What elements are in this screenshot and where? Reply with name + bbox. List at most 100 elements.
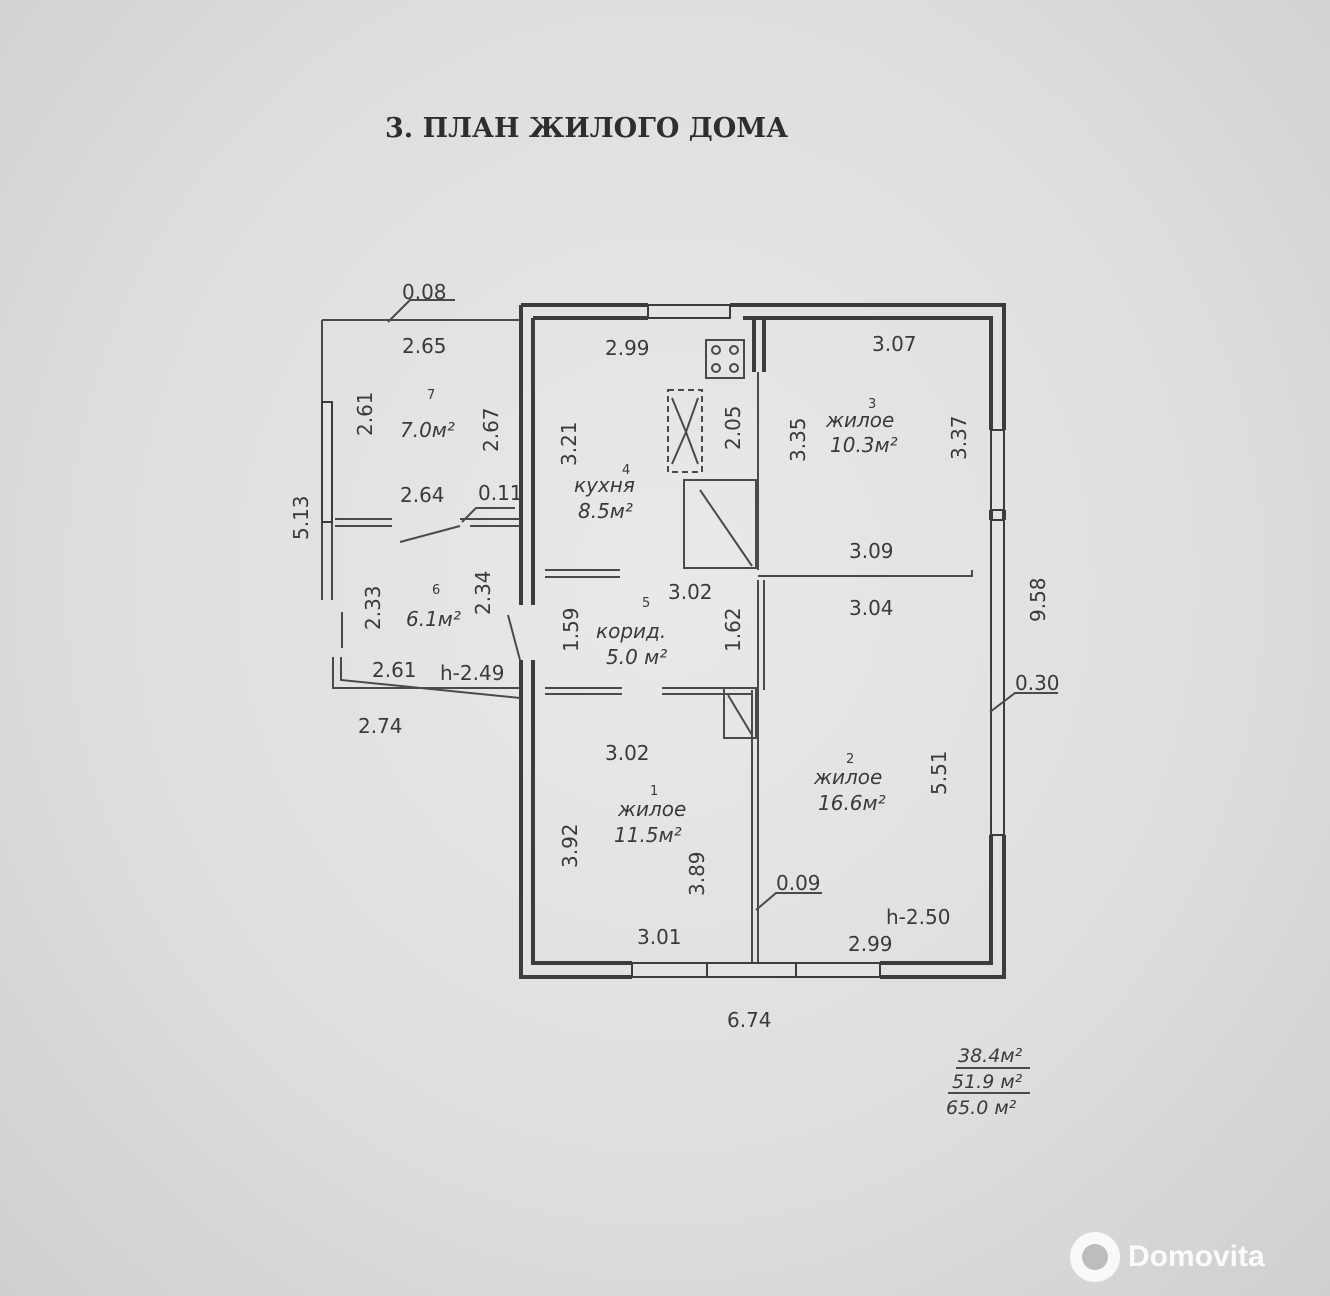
window-veranda-left	[321, 401, 333, 523]
dim-0-11: 0.11	[478, 481, 523, 505]
total-living-area: 38.4м²	[958, 1045, 1023, 1067]
dim-3-04: 3.04	[849, 596, 894, 620]
stove-small-diagonal	[727, 694, 753, 736]
window-bottom-room1	[631, 962, 708, 978]
total-area: 51.9 м²	[952, 1071, 1023, 1093]
watermark-brand: Domovita	[1128, 1240, 1265, 1273]
room-7-area: 7.0м²	[400, 418, 455, 442]
ventilation-shaft-icon	[667, 389, 703, 473]
veranda-bottom-wall	[332, 657, 521, 699]
leader-0-30	[989, 692, 1058, 713]
dim-3-35: 3.35	[786, 417, 810, 462]
windows	[321, 304, 1005, 978]
room-4-name: кухня	[574, 473, 635, 497]
dim-2-61-bottom: 2.61	[372, 658, 417, 682]
partition-kitchen-room3-top	[752, 318, 766, 372]
dim-3-09: 3.09	[849, 539, 894, 563]
dim-5-13: 5.13	[289, 495, 313, 540]
burner-icon	[729, 345, 739, 355]
veranda-partition-right	[460, 518, 520, 527]
room-2-area: 16.6м²	[818, 791, 886, 815]
stove-icon	[705, 339, 745, 379]
room-labels: 7 7.0м² 4 кухня 8.5м² 3 жилое 10.3м² 6 6…	[400, 388, 898, 847]
wall-left-upper	[519, 305, 535, 605]
dim-2-61-left: 2.61	[353, 391, 377, 436]
leader-0-11	[461, 507, 515, 523]
domovita-logo-icon	[1070, 1232, 1120, 1282]
dim-3-07: 3.07	[872, 332, 917, 356]
window-right-room3	[990, 429, 1005, 511]
room-5-area: 5.0 м²	[606, 645, 667, 669]
door-swing-veranda	[399, 525, 461, 543]
room-1-name: жилое	[617, 797, 686, 821]
wall-bottom-left	[519, 660, 632, 979]
ventilation-cross-icon	[671, 397, 699, 465]
oven-diagonal	[699, 489, 753, 567]
burner-icon	[729, 363, 739, 373]
dim-5-51: 5.51	[927, 750, 951, 795]
leader-0-09	[755, 892, 822, 911]
dim-2-64: 2.64	[400, 483, 445, 507]
room-1-number: 1	[650, 784, 658, 799]
wall-right-lower	[880, 835, 1006, 979]
dim-3-02-room1: 3.02	[605, 741, 650, 765]
dim-2-33: 2.33	[361, 585, 385, 630]
dim-1-62: 1.62	[721, 607, 745, 652]
dim-6-74: 6.74	[727, 1008, 772, 1032]
room-2-name: жилое	[813, 765, 882, 789]
dim-2-99-top: 2.99	[605, 336, 650, 360]
oven-box	[683, 479, 757, 569]
room-4-number: 4	[622, 463, 630, 478]
dim-3-89: 3.89	[685, 851, 709, 896]
window-top-kitchen	[647, 304, 731, 319]
area-totals: 38.4м² 51.9 м² 65.0 м²	[946, 1045, 1023, 1119]
room-2-number: 2	[846, 752, 854, 767]
room-3-area: 10.3м²	[830, 433, 898, 457]
room-4-area: 8.5м²	[578, 499, 633, 523]
overall-area: 65.0 м²	[946, 1097, 1017, 1119]
partition-room1-room2	[751, 690, 759, 963]
door-swing-entrance	[507, 614, 521, 661]
room-6-area: 6.1м²	[406, 607, 461, 631]
dim-0-30: 0.30	[1015, 671, 1060, 695]
leaders	[387, 299, 1058, 1094]
window-bottom-room2	[795, 962, 881, 978]
room-1-area: 11.5м²	[614, 823, 682, 847]
leader-0-08	[387, 299, 455, 323]
room-6-number: 6	[432, 583, 440, 598]
walls	[321, 303, 1006, 979]
dim-3-37: 3.37	[947, 415, 971, 460]
wall-top-right	[730, 303, 1006, 430]
dimension-labels: 0.08 2.65 2.99 3.07 2.61 2.67 3.21 2.05 …	[289, 280, 1060, 1032]
totals-underline	[948, 1067, 1030, 1094]
dim-0-08: 0.08	[402, 280, 447, 304]
window-bottom-mid	[706, 962, 797, 978]
room-3-number: 3	[868, 397, 876, 412]
wall-top-left	[521, 303, 648, 320]
page-title: 3. ПЛАН ЖИЛОГО ДОМА	[385, 113, 788, 144]
dim-2-05: 2.05	[721, 405, 745, 450]
dim-1-59: 1.59	[559, 607, 583, 652]
dim-0-09: 0.09	[776, 871, 821, 895]
dim-2-99-bottom: 2.99	[848, 932, 893, 956]
partition-corridor-room1-left	[545, 687, 622, 695]
partition-kitchen-corridor-left	[545, 569, 620, 578]
room-7-number: 7	[427, 388, 435, 403]
veranda-partition-left	[335, 518, 392, 527]
dim-2-74: 2.74	[358, 714, 403, 738]
burner-icon	[711, 363, 721, 373]
burner-icon	[711, 345, 721, 355]
dim-2-65: 2.65	[402, 334, 447, 358]
partition-corridor-room2	[757, 580, 765, 690]
wall-right-mid	[989, 510, 1006, 520]
room-5-name: корид.	[596, 619, 666, 643]
window-right-room2	[990, 519, 1005, 836]
partition-room3-room2	[758, 570, 973, 577]
dim-9-58: 9.58	[1026, 577, 1050, 622]
dim-3-01: 3.01	[637, 925, 682, 949]
fixtures	[667, 339, 757, 739]
height-2-50: h-2.50	[886, 905, 950, 929]
